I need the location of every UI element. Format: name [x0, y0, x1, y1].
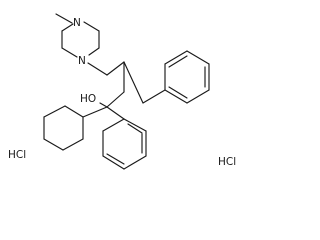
methyl-bond — [55, 13, 73, 24]
cyclohexyl-ring — [43, 105, 84, 151]
hcl-salt-left-label: HCl — [8, 149, 26, 161]
c-oh-bond — [99, 102, 108, 108]
ch2-ch-bond — [106, 61, 125, 76]
piperazine-n-top-label: N — [73, 17, 81, 29]
ch-ch2-benzyl-bond — [123, 61, 144, 104]
c-phenyl-bond — [106, 106, 125, 120]
n-ch2-bond — [87, 62, 108, 76]
hydroxyl-label: HO — [80, 93, 96, 105]
benzyl-ch2-bond — [142, 89, 166, 104]
chemical-structure-diagram: N N HO HCl HCl — [8, 13, 236, 170]
piperazine-n-bottom-label: N — [78, 55, 86, 67]
hcl-salt-right-label: HCl — [218, 156, 236, 168]
structure-canvas: N N HO HCl HCl — [8, 13, 236, 170]
phenyl-ring-bottom — [102, 118, 147, 170]
c-cyclohexyl-bond — [82, 106, 108, 118]
c-ch-short-bond — [106, 91, 125, 108]
piperazine-ring — [61, 21, 100, 58]
phenyl-ring-top — [164, 50, 210, 104]
